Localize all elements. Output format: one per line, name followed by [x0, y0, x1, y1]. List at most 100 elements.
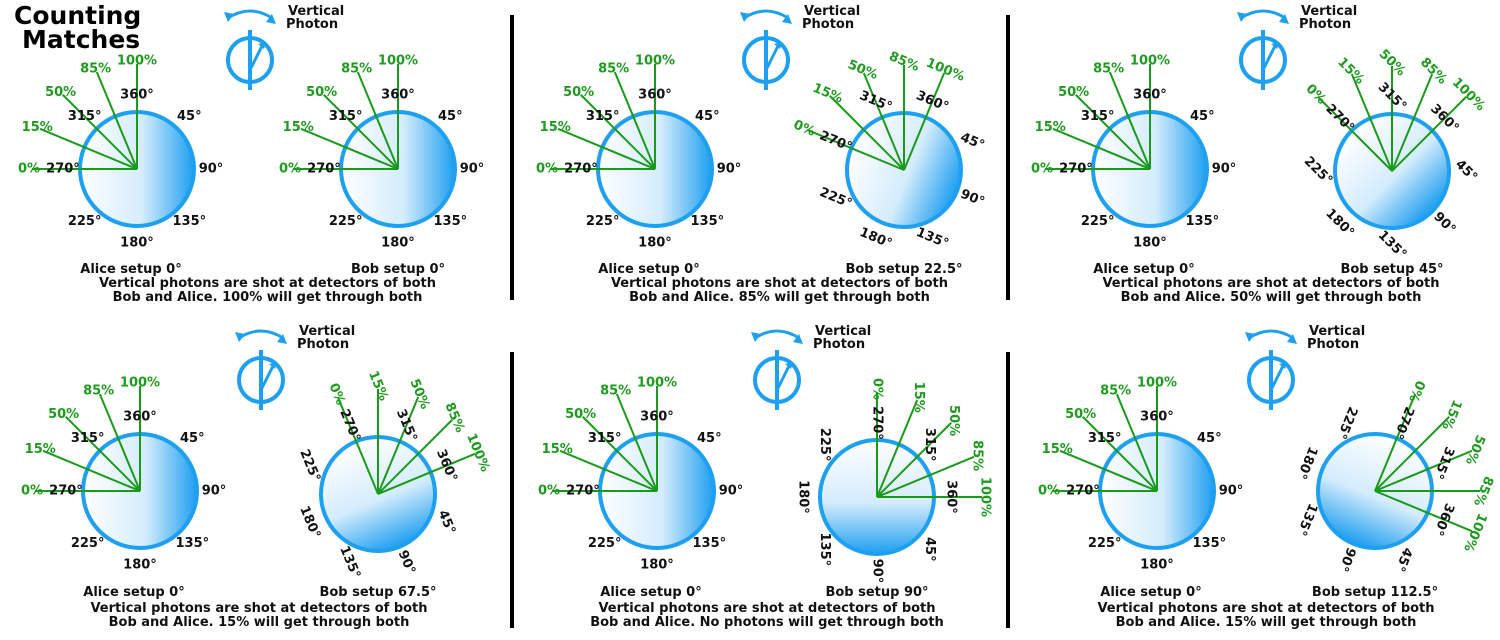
alice-percent-ray	[98, 393, 141, 492]
photon-label-line-1: Vertical	[815, 324, 871, 339]
alice-degree-label: 360°	[120, 88, 154, 103]
bob-percent-ray	[336, 396, 379, 495]
alice-percent-label: 85%	[80, 62, 111, 77]
alice-percent-label: 85%	[1093, 62, 1124, 77]
bob-detector-4: 100%85%50%15%0%360°45°90°135°180°225°270…	[296, 369, 492, 581]
bob-degree-label: 45°	[1392, 545, 1415, 573]
bob-degree-label: 135°	[1375, 228, 1409, 262]
bob-percent-ray	[903, 72, 946, 171]
alice-setup-label: Alice setup 0°	[600, 585, 701, 600]
alice-degree-label: 225°	[588, 536, 622, 551]
bob-percent-label: 50%	[306, 85, 337, 100]
bob-percent-label: 85%	[341, 62, 372, 77]
bob-degree-label: 45°	[922, 537, 937, 562]
bob-degree-label: 180°	[381, 236, 415, 251]
rotation-arrow-icon	[1240, 9, 1286, 20]
bob-degree-label: 45°	[438, 109, 463, 124]
bob-degree-label: 360°	[381, 88, 415, 103]
alice-degree-label: 360°	[123, 410, 157, 425]
bob-degree-label: 315°	[1430, 444, 1457, 481]
bob-degree-label: 360°	[914, 88, 951, 115]
bob-setup-label: Bob setup 112.5°	[1312, 585, 1438, 600]
bob-setup-label: Bob setup 0°	[351, 262, 445, 277]
caption-line-2: Bob and Alice. 50% will get through both	[1121, 290, 1422, 305]
alice-percent-ray	[65, 416, 141, 492]
alice-degree-label: 315°	[71, 431, 105, 446]
alice-percent-label: 50%	[1065, 407, 1096, 422]
caption-line-1: Vertical photons are shot at detectors o…	[1097, 601, 1434, 616]
alice-degree-label: 315°	[1088, 431, 1122, 446]
bob-degree-label: 270°	[1390, 404, 1417, 441]
alice-degree-label: 45°	[697, 431, 722, 446]
alice-percent-label: 100%	[635, 54, 675, 69]
alice-degree-label: 90°	[719, 484, 744, 499]
alice-degree-label: 45°	[1190, 109, 1215, 124]
photon-label-line-1: Vertical	[1309, 324, 1365, 339]
alice-percent-ray	[95, 71, 138, 170]
alice-degree-label: 180°	[1133, 236, 1167, 251]
caption-line-2: Bob and Alice. 15% will get through both	[1116, 615, 1417, 630]
bob-percent-ray	[1374, 449, 1473, 492]
diagram-title-line-1: Counting	[14, 1, 141, 30]
alice-percent-label: 15%	[22, 120, 53, 135]
caption-line-1: Vertical photons are shot at detectors o…	[598, 601, 935, 616]
bob-degree-label: 180°	[857, 225, 894, 252]
bob-setup-label: Bob setup 22.5°	[845, 262, 962, 277]
alice-degree-label: 135°	[176, 536, 210, 551]
bob-percent-label: 100%	[924, 56, 967, 85]
bob-degree-label: 90°	[870, 559, 885, 584]
bob-degree-label: 135°	[817, 533, 832, 567]
alice-degree-label: 270°	[46, 162, 80, 177]
bob-degree-label: 45°	[958, 130, 986, 153]
panel-4: VerticalPhoton100%85%50%15%0%360°45°90°1…	[21, 324, 492, 630]
alice-percent-ray	[1082, 416, 1158, 492]
alice-percent-label: 100%	[1130, 54, 1170, 69]
rotation-arrow-icon	[238, 329, 284, 340]
alice-degree-label: 135°	[173, 214, 207, 229]
bob-percent-label: 15%	[911, 382, 926, 413]
alice-percent-ray	[1052, 127, 1151, 170]
bob-percent-ray	[876, 455, 975, 498]
bob-percent-ray	[300, 127, 399, 170]
alice-percent-label: 15%	[542, 442, 573, 457]
alice-degree-label: 315°	[68, 109, 102, 124]
caption-line-1: Vertical photons are shot at detectors o…	[1102, 276, 1439, 291]
bob-percent-label: 85%	[441, 400, 467, 434]
alice-degree-label: 135°	[693, 536, 727, 551]
rotation-arrow-icon	[754, 329, 800, 340]
bob-degree-label: 45°	[435, 508, 458, 536]
bob-degree-label: 135°	[1293, 501, 1320, 538]
alice-percent-ray	[42, 449, 141, 492]
photon-label-line-1: Vertical	[299, 324, 355, 339]
bob-percent-label: 0%	[1405, 378, 1427, 404]
bob-percent-ray	[377, 419, 453, 495]
alice-degree-label: 360°	[1133, 88, 1167, 103]
photon-label-line-2: Photon	[813, 337, 865, 352]
alice-degree-label: 360°	[640, 410, 674, 425]
bob-percent-label: 0%	[870, 378, 885, 400]
alice-degree-label: 270°	[566, 484, 600, 499]
alice-percent-ray	[615, 393, 658, 492]
photon-label-line-2: Photon	[1307, 337, 1359, 352]
panel-6: VerticalPhoton100%85%50%15%0%360°45°90°1…	[1038, 324, 1496, 630]
alice-degree-label: 270°	[49, 484, 83, 499]
alice-percent-label: 100%	[637, 376, 677, 391]
alice-percent-ray	[580, 94, 656, 170]
bob-degree-label: 135°	[434, 214, 468, 229]
alice-degree-label: 315°	[588, 431, 622, 446]
bob-degree-label: 90°	[395, 548, 418, 576]
caption-line-1: Vertical photons are shot at detectors o…	[611, 276, 948, 291]
alice-percent-ray	[557, 127, 656, 170]
alice-percent-label: 50%	[1058, 85, 1089, 100]
bob-degree-label: 180°	[796, 480, 811, 514]
panel-5: VerticalPhoton100%85%50%15%0%360°45°90°1…	[538, 324, 993, 630]
photon-label-line-1: Vertical	[804, 4, 860, 19]
bob-percent-label: 15%	[283, 120, 314, 135]
alice-percent-label: 0%	[538, 484, 560, 499]
bob-percent-ray	[876, 422, 952, 498]
bob-percent-ray	[829, 95, 905, 171]
bob-percent-label: 100%	[978, 477, 993, 517]
alice-percent-label: 85%	[1100, 384, 1131, 399]
caption-line-2: Bob and Alice. No photons will get throu…	[590, 615, 944, 630]
